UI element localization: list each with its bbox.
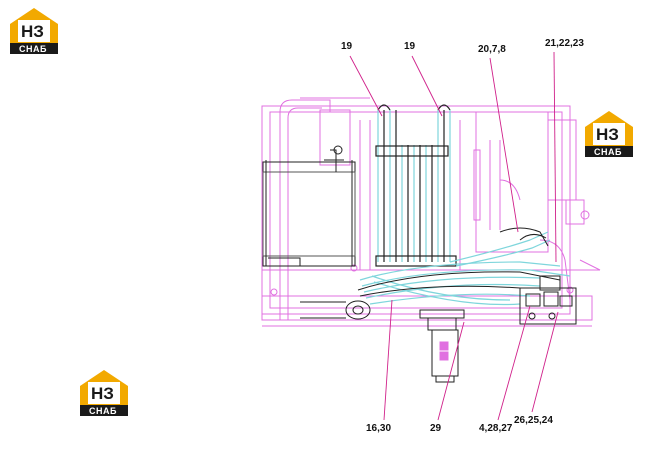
callout-20-7-8: 20,7,8 <box>478 44 506 55</box>
logo-mark: НЗ <box>21 22 44 41</box>
logo-bottom-left: НЗ СНАБ <box>76 366 132 416</box>
callout-19-right: 19 <box>404 41 416 52</box>
leader-20-7-8 <box>489 57 519 233</box>
logo-mark: НЗ <box>596 125 619 144</box>
tank <box>262 145 356 267</box>
callout-4-28-27: 4,28,27 <box>479 423 513 434</box>
house-logo-icon: НЗ СНАБ <box>585 111 633 157</box>
logo-brand: СНАБ <box>19 44 47 54</box>
pump-motor <box>419 309 465 383</box>
leader-19-right <box>411 55 443 117</box>
horizontal-hoses-dark <box>357 227 561 297</box>
vertical-hose-bundle <box>375 104 457 267</box>
logo-brand: СНАБ <box>89 406 117 416</box>
logo-right: НЗ СНАБ <box>581 107 637 157</box>
valve-block <box>519 275 577 325</box>
callout-16-30: 16,30 <box>366 423 392 434</box>
logo-brand: СНАБ <box>594 147 622 157</box>
leader-4-28-27 <box>497 305 531 421</box>
roller <box>300 300 371 320</box>
house-logo-icon: НЗ СНАБ <box>10 8 58 54</box>
logo-mark: НЗ <box>91 384 114 403</box>
leader-lines <box>349 51 559 421</box>
horizontal-hoses <box>359 231 571 306</box>
callout-21-22-23: 21,22,23 <box>545 38 584 49</box>
callout-26-25-24: 26,25,24 <box>514 415 553 426</box>
callout-29: 29 <box>430 423 442 434</box>
callout-19-left: 19 <box>341 41 353 52</box>
leader-21-22-23 <box>553 51 557 263</box>
logo-top-left: НЗ СНАБ <box>6 4 62 54</box>
leader-19-left <box>349 55 383 117</box>
leader-26-25-24 <box>531 311 559 413</box>
house-logo-icon: НЗ СНАБ <box>80 370 128 416</box>
leader-29 <box>437 321 465 421</box>
leader-16-30 <box>383 299 393 421</box>
